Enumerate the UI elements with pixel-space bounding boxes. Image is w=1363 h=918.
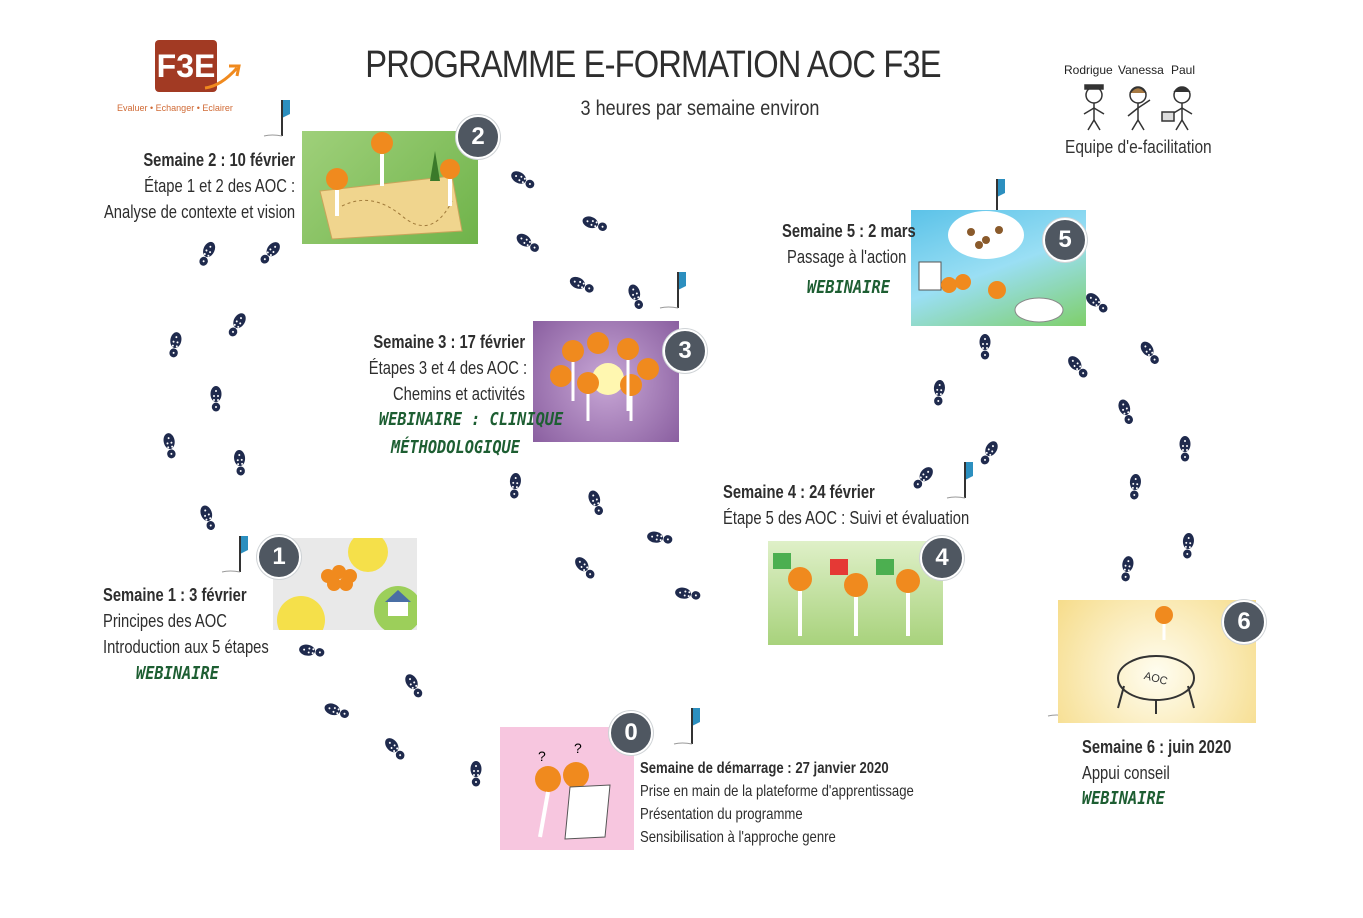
step-3-webinaire: WEBINAIRE : CLINIQUE [379, 409, 564, 430]
footprint-icon [1128, 473, 1142, 500]
step-3-badge: 3 [663, 329, 707, 373]
step-6-webinaire: WEBINAIRE [1082, 788, 1165, 809]
step-5-badge: 5 [1043, 218, 1087, 262]
step-1-webinaire: WEBINAIRE [136, 663, 219, 684]
step-2-badge: 2 [456, 115, 500, 159]
footprint-icon [580, 214, 609, 234]
page-title: PROGRAMME E-FORMATION AOC F3E [365, 44, 941, 86]
step-6-mat-label: AOC [1143, 670, 1169, 688]
footprint-icon [196, 239, 218, 268]
step-6-title: Semaine 6 : juin 2020 [1082, 737, 1232, 757]
team-avatars-icon [1083, 84, 1193, 131]
step-3-webinaire-2: MÉTHODOLOGIQUE [391, 437, 520, 458]
logo-tagline: Evaluer • Echanger • Eclairer [117, 103, 233, 113]
step-1-title: Semaine 1 : 3 février [103, 585, 247, 605]
step-6-line-1: Appui conseil [1082, 763, 1170, 783]
svg-text:?: ? [574, 740, 582, 756]
team-member-vanessa: Vanessa [1118, 63, 1164, 77]
team-member-rodrigue: Rodrigue [1064, 63, 1113, 77]
f3e-logo: F3E [155, 40, 217, 92]
step-2-line-2: Analyse de contexte et vision [103, 202, 295, 222]
footprint-icon [298, 643, 326, 659]
step-0-title: Semaine de démarrage : 27 janvier 2020 [640, 760, 889, 777]
step-3-line-1: Étapes 3 et 4 des AOC : [368, 358, 527, 378]
footprint-icon [674, 586, 702, 602]
footprint-icon [382, 735, 408, 763]
step-0-illustration: ? ? [500, 727, 634, 850]
footprint-icon [626, 282, 646, 311]
step-0-line-3: Sensibilisation à l'approche genre [640, 829, 836, 846]
step-6-badge: 6 [1222, 600, 1266, 644]
footprint-icon [572, 554, 598, 582]
team-member-paul: Paul [1171, 63, 1196, 77]
footprint-icon [1083, 290, 1111, 316]
footprint-icon [198, 503, 218, 532]
footprint-icon [1065, 353, 1091, 381]
step-5-title: Semaine 5 : 2 mars [782, 221, 916, 241]
footprint-icon [162, 432, 178, 460]
step-1-badge: 1 [257, 535, 301, 579]
flag-icon [263, 100, 290, 137]
step-0-line-1: Prise en main de la plateforme d'apprent… [640, 783, 914, 800]
footprint-icon [257, 239, 283, 267]
team-caption: Equipe d'e-facilitation [1065, 137, 1212, 157]
step-0-badge: 0 [609, 711, 653, 755]
footprint-icon [1116, 397, 1136, 426]
step-1-line-2: Introduction aux 5 étapes [103, 637, 269, 657]
footprint-icon [910, 464, 936, 492]
svg-text:?: ? [538, 748, 546, 764]
footprint-icon [646, 530, 674, 546]
step-3-line-2: Chemins et activités [392, 384, 525, 404]
footprint-icon [1181, 532, 1195, 559]
flag-icon [673, 708, 700, 745]
step-2-line-1: Étape 1 et 2 des AOC : [144, 176, 295, 196]
footprint-icon [225, 310, 249, 339]
footprint-icon [402, 671, 426, 700]
step-4-illustration [768, 541, 943, 645]
footprint-icon [508, 168, 537, 192]
footprint-icon [508, 472, 522, 499]
flag-icon [659, 272, 686, 309]
logo-arrow-icon [204, 64, 241, 90]
flag-icon [221, 536, 248, 573]
footprint-icon [233, 449, 247, 476]
step-3-illustration [533, 321, 679, 442]
step-1-line-1: Principes des AOC [103, 611, 227, 631]
step-4-title: Semaine 4 : 24 février [723, 482, 875, 502]
footprint-icon [1138, 339, 1162, 367]
step-3-title: Semaine 3 : 17 février [373, 332, 525, 352]
step-6-illustration: AOC [1058, 600, 1256, 723]
footprint-icon [1179, 436, 1191, 462]
footprint-icon [470, 761, 482, 787]
footprint-icon [322, 701, 351, 721]
footprint-icon [932, 379, 946, 406]
step-4-line-1: Étape 5 des AOC : Suivi et évaluation [723, 508, 970, 528]
step-5-webinaire: WEBINAIRE [807, 277, 890, 298]
step-0-line-2: Présentation du programme [640, 806, 803, 823]
footprint-icon [977, 438, 1001, 467]
flag-icon [946, 462, 973, 499]
footprint-icon [210, 386, 222, 412]
footprint-icon [1119, 555, 1135, 583]
step-4-badge: 4 [920, 536, 964, 580]
footprint-icon [979, 334, 991, 360]
footprint-icon [167, 331, 183, 359]
step-5-line-1: Passage à l'action [787, 247, 907, 267]
page-subtitle: 3 heures par semaine environ [580, 97, 820, 120]
step-2-title: Semaine 2 : 10 février [143, 150, 295, 170]
footprint-icon [514, 231, 542, 255]
footprint-icon [567, 274, 596, 296]
footprint-icon [586, 488, 606, 517]
step-2-illustration [302, 131, 478, 244]
